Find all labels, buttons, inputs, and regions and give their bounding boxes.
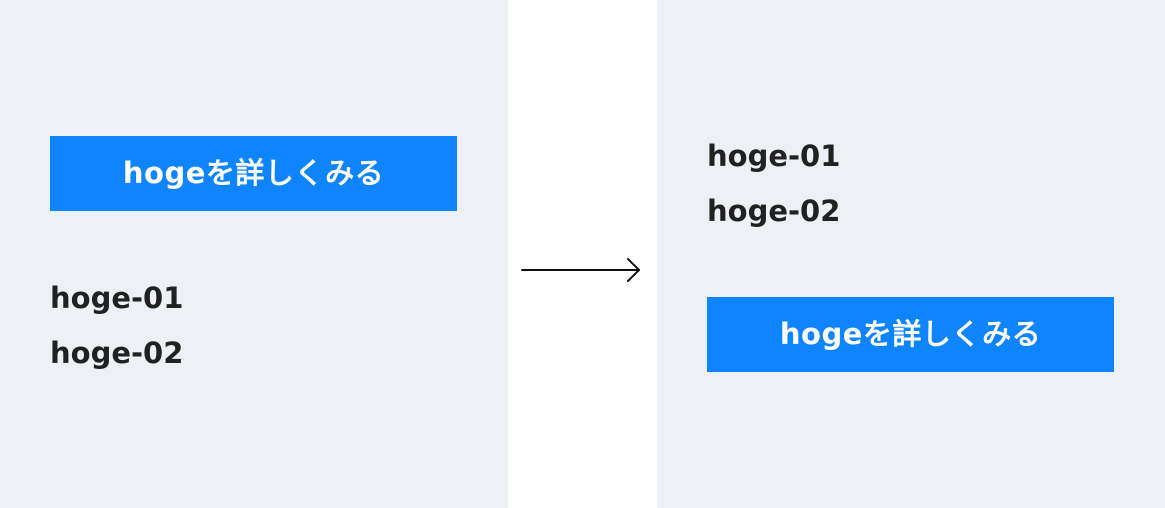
before-panel: hogeを詳しくみる hoge-01 hoge-02 (0, 0, 508, 508)
after-detail-button[interactable]: hogeを詳しくみる (707, 297, 1114, 372)
after-item-2: hoge-02 (707, 194, 841, 228)
after-panel: hoge-01 hoge-02 hogeを詳しくみる (657, 0, 1165, 508)
arrow-right-icon (521, 258, 640, 282)
after-item-list: hoge-01 hoge-02 (707, 137, 840, 247)
before-item-1: hoge-01 (50, 281, 184, 315)
after-item-1: hoge-01 (707, 139, 841, 173)
before-detail-button[interactable]: hogeを詳しくみる (50, 136, 457, 211)
before-item-2: hoge-02 (50, 336, 184, 370)
before-item-list: hoge-01 hoge-02 (50, 279, 183, 389)
